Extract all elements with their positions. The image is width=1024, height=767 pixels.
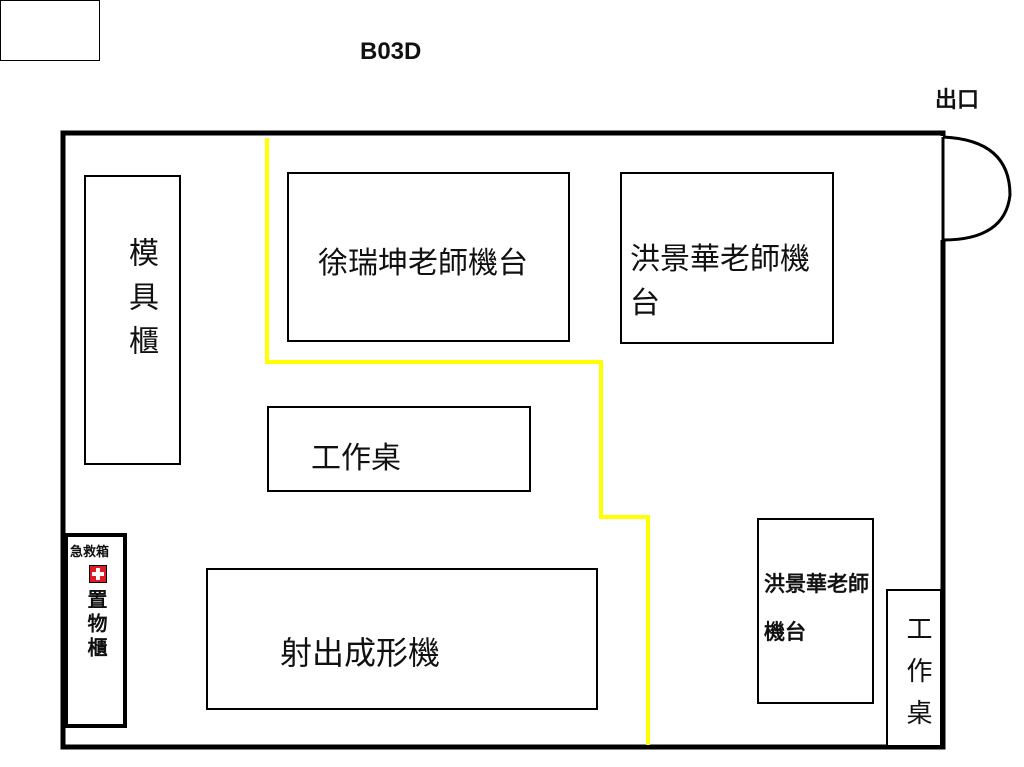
walkway-path: [265, 138, 650, 745]
machine-hung-small-label-1: 洪景華老師: [764, 572, 869, 596]
work-table-center-label: 工作桌: [311, 441, 401, 476]
exit-door: [942, 135, 1012, 242]
room-wall: [60, 130, 946, 750]
mold-cabinet: 模具櫃: [84, 175, 181, 465]
machine-hung-top: 洪景華老師機台: [620, 172, 834, 344]
machine-hung-small: 洪景華老師 機台: [757, 518, 874, 704]
first-aid-kit-label: 急救箱: [70, 545, 110, 560]
mold-cabinet-label: 模具櫃: [123, 237, 158, 369]
work-table-right: 工作桌: [886, 589, 942, 747]
exit-label: 出口: [935, 88, 980, 113]
storage-cabinet: 急救箱 置物櫃: [64, 533, 127, 728]
injection-machine: 射出成形機: [206, 568, 598, 710]
machine-hung-top-label: 洪景華老師機台: [630, 242, 810, 321]
first-aid-icon: [89, 565, 107, 583]
storage-cabinet-label: 置物櫃: [84, 589, 108, 661]
legend-box: [0, 0, 100, 61]
injection-machine-label: 射出成形機: [280, 634, 441, 672]
work-table-center: 工作桌: [267, 406, 531, 492]
machine-hsu: 徐瑞坤老師機台: [287, 172, 570, 342]
machine-hsu-label: 徐瑞坤老師機台: [318, 246, 528, 281]
machine-hung-small-label-2: 機台: [764, 620, 806, 644]
room-code-title: B03D: [360, 38, 422, 65]
work-table-right-label: 工作桌: [902, 615, 932, 741]
